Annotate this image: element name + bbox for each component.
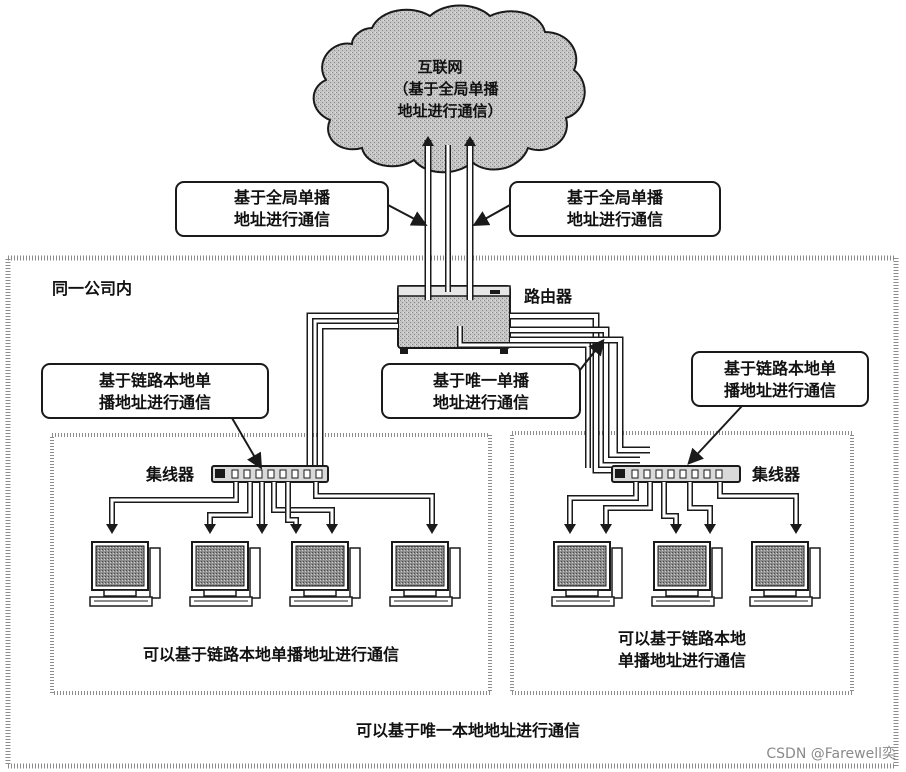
left-segment-region (50, 433, 492, 695)
cloud-line1: （基于全局单播 (393, 80, 499, 98)
computer (189, 541, 261, 607)
callout-link-local-left-line2: 播地址进行通信 (99, 393, 211, 412)
hub-left (211, 465, 329, 483)
internet-cloud (312, 4, 586, 174)
callout-global-left-line1: 基于全局单播 (233, 188, 331, 207)
router (397, 285, 511, 354)
router-internet-links (422, 136, 476, 300)
computer (389, 541, 461, 607)
callout-global-left: 基于全局单播 地址进行通信 (175, 181, 428, 237)
company-region (5, 255, 899, 769)
pc-group (89, 541, 821, 607)
callout-link-local-right-line1: 基于链路本地单 (723, 359, 836, 378)
computer (289, 541, 361, 607)
right-segment-caption-line1: 可以基于链路本地 (618, 629, 746, 648)
callout-link-local-left-line1: 基于链路本地单 (98, 371, 211, 390)
left-hub-pc-links (106, 482, 438, 534)
callout-unique-local-line1: 基于唯一单播 (432, 371, 530, 390)
callout-global-right-line1: 基于全局单播 (566, 188, 664, 207)
cloud-title: 互联网 (417, 58, 462, 76)
hub-right-label: 集线器 (751, 465, 801, 484)
computer (89, 541, 161, 607)
computer (749, 541, 821, 607)
hub-left-label: 集线器 (145, 465, 195, 484)
router-label: 路由器 (524, 287, 573, 306)
computer (651, 541, 723, 607)
callout-link-local-right: 基于链路本地单 播地址进行通信 (687, 351, 869, 465)
left-segment-caption: 可以基于链路本地单播地址进行通信 (143, 645, 399, 664)
callout-unique-local-line2: 地址进行通信 (433, 393, 529, 412)
watermark: CSDN @Farewell奕 (766, 746, 896, 762)
callout-global-right: 基于全局单播 地址进行通信 (472, 181, 721, 237)
computer (551, 541, 623, 607)
callout-unique-local: 基于唯一单播 地址进行通信 (381, 338, 605, 419)
callout-global-left-line2: 地址进行通信 (234, 210, 330, 229)
cloud-line2: 地址进行通信） (397, 102, 502, 120)
company-caption: 可以基于唯一本地地址进行通信 (356, 721, 580, 740)
hub-right (611, 465, 741, 483)
callout-global-right-line2: 地址进行通信 (567, 210, 663, 229)
right-segment-caption-line2: 单播地址进行通信 (618, 651, 746, 670)
callout-link-local-right-line2: 播地址进行通信 (724, 381, 836, 400)
right-hub-pc-links (564, 482, 802, 534)
callout-link-local-left: 基于链路本地单 播地址进行通信 (41, 363, 269, 470)
company-label: 同一公司内 (52, 279, 132, 298)
